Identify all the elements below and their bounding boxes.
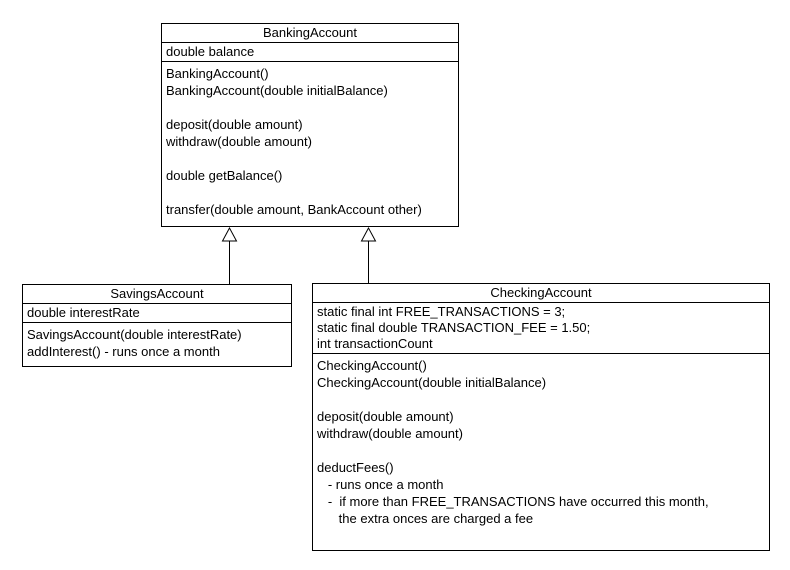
hollow-triangle-icon xyxy=(221,226,238,242)
method-line xyxy=(166,150,458,167)
method-line: BankingAccount(double initialBalance) xyxy=(166,83,388,98)
generalization-arrow-checking xyxy=(360,226,377,283)
attribute-line: double balance xyxy=(166,44,255,59)
method-line: deposit(double amount) xyxy=(166,117,303,132)
attributes-compartment: static final int FREE_TRANSACTIONS = 3; … xyxy=(313,303,769,354)
attributes-compartment: double balance xyxy=(162,43,458,62)
method-line: withdraw(double amount) xyxy=(166,134,312,149)
attribute-line: static final double TRANSACTION_FEE = 1.… xyxy=(317,320,591,335)
class-box-checkingaccount: CheckingAccount static final int FREE_TR… xyxy=(312,283,770,551)
class-title: SavingsAccount xyxy=(23,285,291,304)
attributes-compartment: double interestRate xyxy=(23,304,291,323)
method-line xyxy=(166,184,458,201)
class-title: CheckingAccount xyxy=(313,284,769,303)
method-line: double getBalance() xyxy=(166,168,283,183)
method-line: CheckingAccount() xyxy=(317,358,427,373)
attribute-line: static final int FREE_TRANSACTIONS = 3; xyxy=(317,304,566,319)
attribute-line: double interestRate xyxy=(27,305,140,320)
method-line: addInterest() - runs once a month xyxy=(27,344,220,359)
generalization-arrow-savings xyxy=(221,226,238,284)
methods-compartment: CheckingAccount() CheckingAccount(double… xyxy=(313,354,769,550)
method-line: deductFees() xyxy=(317,460,394,475)
method-line: deposit(double amount) xyxy=(317,409,454,424)
attribute-line: int transactionCount xyxy=(317,336,433,351)
class-box-savingsaccount: SavingsAccount double interestRate Savin… xyxy=(22,284,292,367)
methods-compartment: SavingsAccount(double interestRate) addI… xyxy=(23,323,291,366)
method-line xyxy=(317,442,769,459)
method-line: withdraw(double amount) xyxy=(317,426,463,441)
class-box-bankingaccount: BankingAccount double balance BankingAcc… xyxy=(161,23,459,227)
method-line: SavingsAccount(double interestRate) xyxy=(27,327,242,342)
method-line: transfer(double amount, BankAccount othe… xyxy=(166,202,422,217)
class-title: BankingAccount xyxy=(162,24,458,43)
hollow-triangle-icon xyxy=(360,226,377,242)
method-line: - runs once a month xyxy=(317,477,444,492)
method-line xyxy=(166,99,458,116)
method-line: - if more than FREE_TRANSACTIONS have oc… xyxy=(317,494,709,509)
method-line xyxy=(317,391,769,408)
method-line: the extra onces are charged a fee xyxy=(317,511,534,526)
methods-compartment: BankingAccount() BankingAccount(double i… xyxy=(162,62,458,226)
method-line: BankingAccount() xyxy=(166,66,269,81)
method-line: CheckingAccount(double initialBalance) xyxy=(317,375,547,390)
